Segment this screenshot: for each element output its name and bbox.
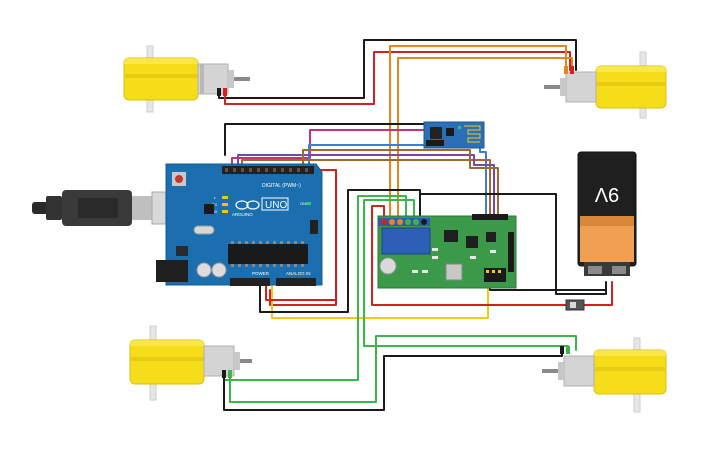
uno-label: UNO <box>265 200 287 211</box>
led-label-tx: TX <box>212 202 217 207</box>
crystal <box>193 225 215 235</box>
dc-motor-top-right[interactable] <box>544 51 667 119</box>
capacitor-1 <box>196 262 212 278</box>
power-header[interactable] <box>230 278 270 286</box>
atmega-pins <box>231 241 304 267</box>
power-switch[interactable] <box>565 299 585 311</box>
digital-label: DIGITAL (PWM~) <box>262 183 301 189</box>
led-label-rx: RX <box>212 209 218 214</box>
arduino-uno[interactable]: DIGITAL (PWM~) L TX RX ARDUINO UNO ON <box>156 163 323 286</box>
wire-red-driver-switch[interactable] <box>371 205 569 306</box>
wire-orange-topright-motor-2[interactable] <box>397 57 573 219</box>
battery-label: 9V <box>594 183 619 205</box>
driver-chip-3 <box>486 232 496 242</box>
motor-driver-board[interactable] <box>377 214 517 289</box>
arduino-logo-text: ARDUINO <box>232 212 253 217</box>
led-label-l: L <box>214 195 217 200</box>
driver-header-top[interactable] <box>472 214 508 220</box>
wire-purple-esp[interactable] <box>237 154 495 216</box>
driver-chip-2 <box>466 236 478 248</box>
wire-black-esp-gnd[interactable] <box>224 123 431 156</box>
driver-chip-1 <box>444 230 458 242</box>
driver-pins-yellow <box>486 270 501 273</box>
smd-components <box>412 248 496 273</box>
power-label: POWER <box>252 271 270 276</box>
wire-red-topleft-motor[interactable] <box>224 51 571 105</box>
battery-terminal-2 <box>612 266 626 274</box>
usb-cable <box>32 190 189 226</box>
wire-brown-esp-1[interactable] <box>241 159 491 216</box>
voltage-regulator <box>176 246 188 256</box>
dc-motor-bottom-right[interactable] <box>542 337 667 413</box>
wire-red-switch-battery[interactable] <box>581 281 613 306</box>
uno-badge <box>261 197 289 211</box>
esp8266-module[interactable] <box>423 121 485 149</box>
atmega-chip <box>228 244 308 264</box>
wire-brown-esp-2[interactable] <box>302 149 499 216</box>
driver-capacitor <box>379 257 397 275</box>
driver-side-header[interactable] <box>508 232 514 272</box>
on-label: ON <box>300 201 306 206</box>
wire-black-bottomright-motor[interactable] <box>223 349 563 411</box>
battery-9v[interactable]: 9V <box>577 151 637 276</box>
esp-header <box>426 140 444 146</box>
status-leds <box>222 196 228 213</box>
capacitor-2 <box>211 262 227 278</box>
wire-green-bottomleft-motor-2[interactable] <box>229 335 577 403</box>
wire-red-power[interactable] <box>265 169 337 301</box>
analog-header[interactable] <box>276 278 316 286</box>
wire-yellow-power[interactable] <box>271 271 489 319</box>
esp-flash-chip <box>446 128 454 136</box>
dc-motor-top-left[interactable] <box>123 45 250 113</box>
battery-terminal-1 <box>588 266 602 274</box>
analog-label: ANALOG IN <box>286 271 311 276</box>
esp-antenna <box>464 125 481 143</box>
terminal-block[interactable] <box>378 218 430 226</box>
arduino-logo <box>235 200 260 210</box>
driver-usb <box>445 263 463 281</box>
icsp-header <box>310 220 318 234</box>
wire-black-topleft-motor[interactable] <box>218 39 577 99</box>
wire-black-driver-battery[interactable] <box>419 193 607 295</box>
esp-chip <box>430 127 442 139</box>
dc-motor-bottom-left[interactable] <box>129 325 252 401</box>
usb-chip <box>204 204 214 214</box>
terminal-block-blue <box>381 227 431 255</box>
dc-jack <box>156 260 188 282</box>
digital-pins <box>225 168 308 172</box>
